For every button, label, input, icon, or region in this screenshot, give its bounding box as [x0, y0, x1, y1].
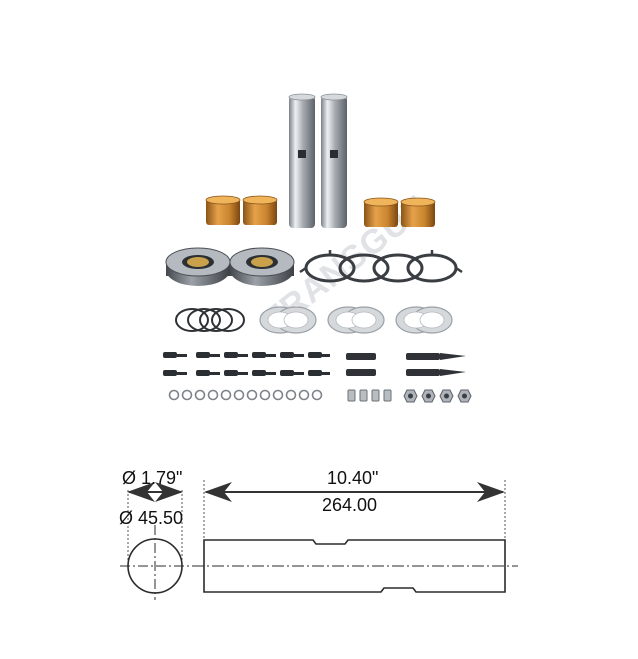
bushing-4 — [400, 197, 436, 227]
shims — [259, 306, 453, 334]
kit-photo: TRANSGUE — [163, 93, 472, 403]
nuts — [403, 389, 472, 403]
cotter-pins — [346, 353, 466, 376]
length-mm-label: 264.00 — [322, 495, 377, 515]
kingpin-left — [288, 93, 316, 228]
grease-fittings — [347, 389, 392, 402]
technical-drawing: Ø 1.79" Ø 45.50 10.40" 264.00 — [119, 468, 518, 600]
kingpin-right — [320, 93, 348, 228]
side-view — [192, 480, 518, 593]
bushing-3 — [363, 197, 399, 227]
thrust-bearing-left — [165, 247, 231, 286]
diameter-inch-label: Ø 1.79" — [122, 468, 182, 488]
diameter-mm-label: Ø 45.50 — [119, 508, 183, 528]
thrust-bearing-right — [229, 247, 295, 286]
end-view — [120, 482, 190, 600]
snap-rings — [175, 308, 245, 332]
bushing-1 — [205, 195, 241, 225]
length-inch-label: 10.40" — [327, 468, 378, 488]
bolts — [163, 352, 330, 376]
washers — [168, 389, 323, 401]
bushing-2 — [242, 195, 278, 225]
gaskets — [299, 250, 463, 283]
